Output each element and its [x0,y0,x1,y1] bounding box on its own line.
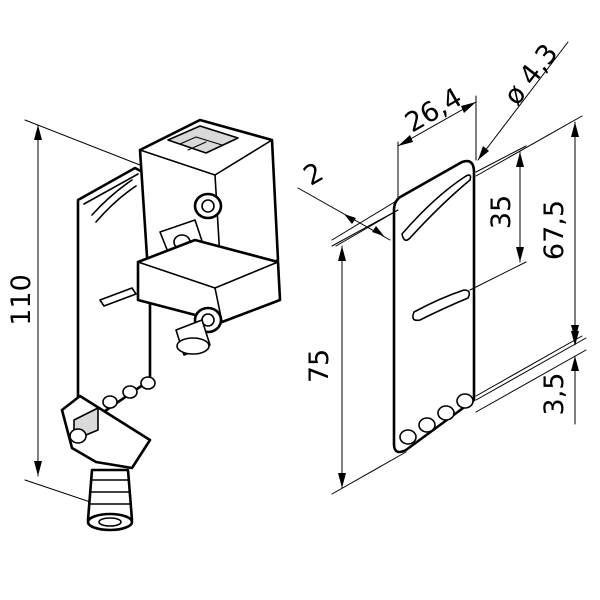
dim-label-3-5: 3,5 [539,373,570,416]
dim-label-67-5: 67,5 [539,200,570,260]
dim-75 [331,209,407,495]
bracket-plate-view: 26,4 ø 4,3 2 35 [297,38,587,495]
switch-assembly-view: 110 [6,118,282,532]
cable-gland [60,394,152,532]
dim-label-35: 35 [486,195,517,229]
dim-2 [297,187,399,247]
middle-slot [412,289,471,322]
dim-label-26-4: 26,4 [400,82,468,139]
switch-base-block [136,238,282,356]
upper-slot [401,174,472,242]
dim-label-75: 75 [304,349,335,383]
dim-label-2: 2 [299,157,329,192]
plate-hole-row [399,393,474,445]
dim-26-4 [397,95,477,201]
housing-screw-upper [193,192,223,220]
dim-3-5 [475,331,587,425]
dim-hole-diameter [477,41,569,161]
dim-label-hole-diameter: ø 4,3 [498,38,564,111]
dim-label-110: 110 [6,274,37,326]
dim-35 [469,145,527,291]
